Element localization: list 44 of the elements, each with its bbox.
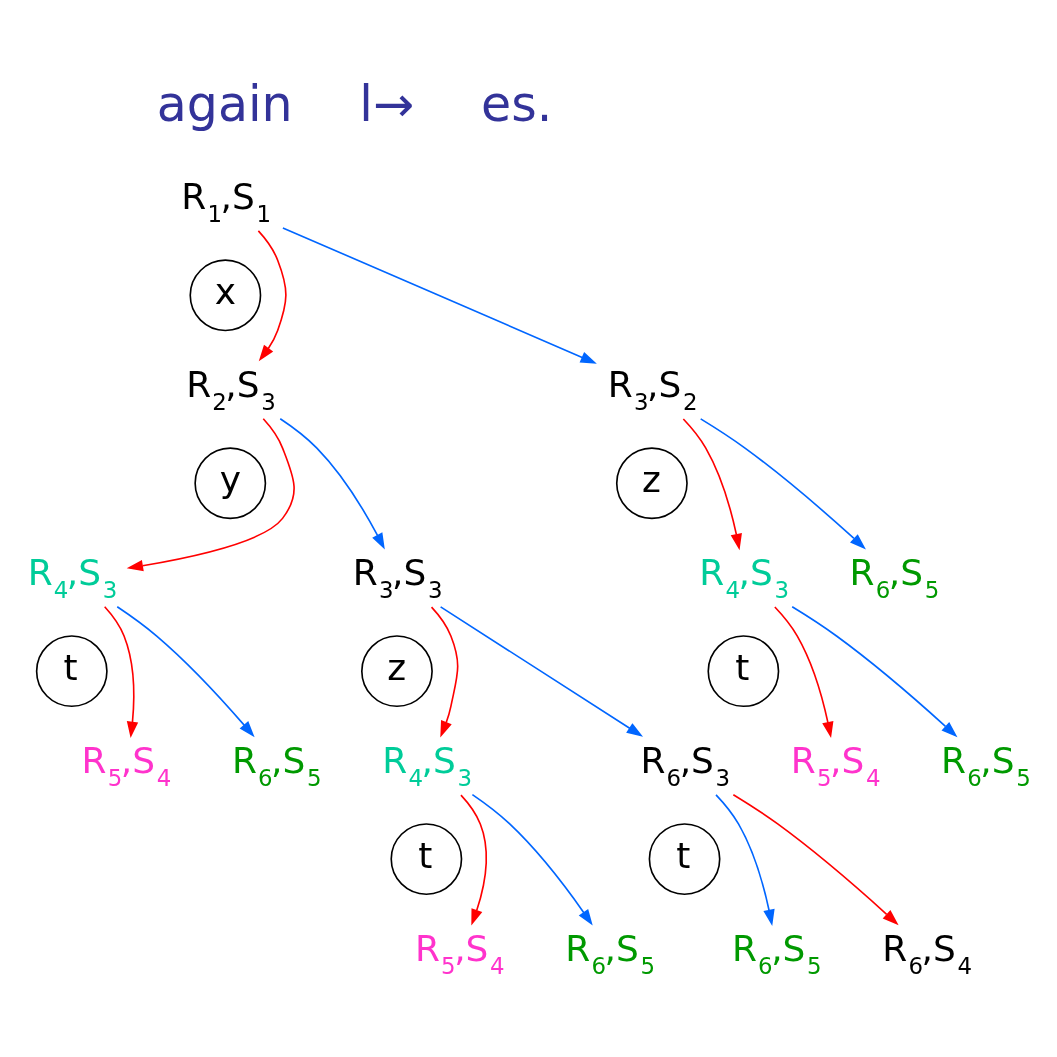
node-text: R$_{2}$,S$_{3}$: [186, 363, 276, 415]
node-text: R$_{6}$,S$_{5}$: [231, 739, 322, 791]
arrow: [682, 417, 742, 550]
node-text: R$_{3}$,S$_{3}$: [352, 551, 443, 603]
label: es.: [481, 74, 553, 133]
node-text: R$_{6}$,S$_{5}$: [849, 551, 940, 603]
arrow: [774, 605, 834, 738]
arrow: [430, 605, 459, 737]
node-circle: z: [361, 634, 433, 707]
node-circle: z: [615, 446, 688, 519]
node-text: R$_{3}$,S$_{2}$: [607, 363, 698, 415]
node-circle: t: [35, 634, 108, 707]
arrow: [257, 229, 287, 361]
arrow: [116, 605, 255, 737]
node-text: R$_{6}$,S$_{3}$: [640, 739, 731, 791]
arrow: [103, 605, 139, 738]
label: l→: [359, 74, 415, 133]
node-circle: t: [648, 822, 721, 895]
label: again: [156, 74, 293, 133]
node-text: R$_{6}$,S$_{4}$: [882, 927, 972, 979]
arrow: [460, 793, 487, 925]
node-circle: t: [390, 822, 463, 895]
node-text: R$_{5}$,S$_{4}$: [81, 739, 172, 791]
node-text: R$_{5}$,S$_{4}$: [414, 927, 505, 979]
node-text: R$_{6}$,S$_{5}$: [565, 927, 655, 979]
arrow: [715, 793, 775, 926]
node-text: R$_{6}$,S$_{5}$: [941, 739, 1031, 791]
arrow: [126, 417, 295, 571]
node-text: R$_{6}$,S$_{5}$: [731, 927, 822, 979]
arrow: [439, 605, 643, 737]
node-text: R$_{4}$,S$_{3}$: [699, 551, 789, 603]
arrow: [282, 226, 597, 364]
arrow: [791, 605, 958, 737]
arrow: [471, 793, 593, 926]
node-text: R$_{5}$,S$_{4}$: [790, 739, 881, 791]
node-text: R$_{1}$,S$_{1}$: [181, 175, 271, 227]
arrow: [699, 417, 866, 549]
node-circle: x: [189, 258, 262, 331]
node-text: R$_{4}$,S$_{3}$: [27, 551, 118, 603]
arrow: [732, 793, 899, 925]
node-text: R$_{4}$,S$_{3}$: [382, 739, 472, 791]
arrow: [279, 417, 385, 549]
node-circle: y: [194, 446, 267, 519]
node-circle: t: [707, 634, 780, 707]
